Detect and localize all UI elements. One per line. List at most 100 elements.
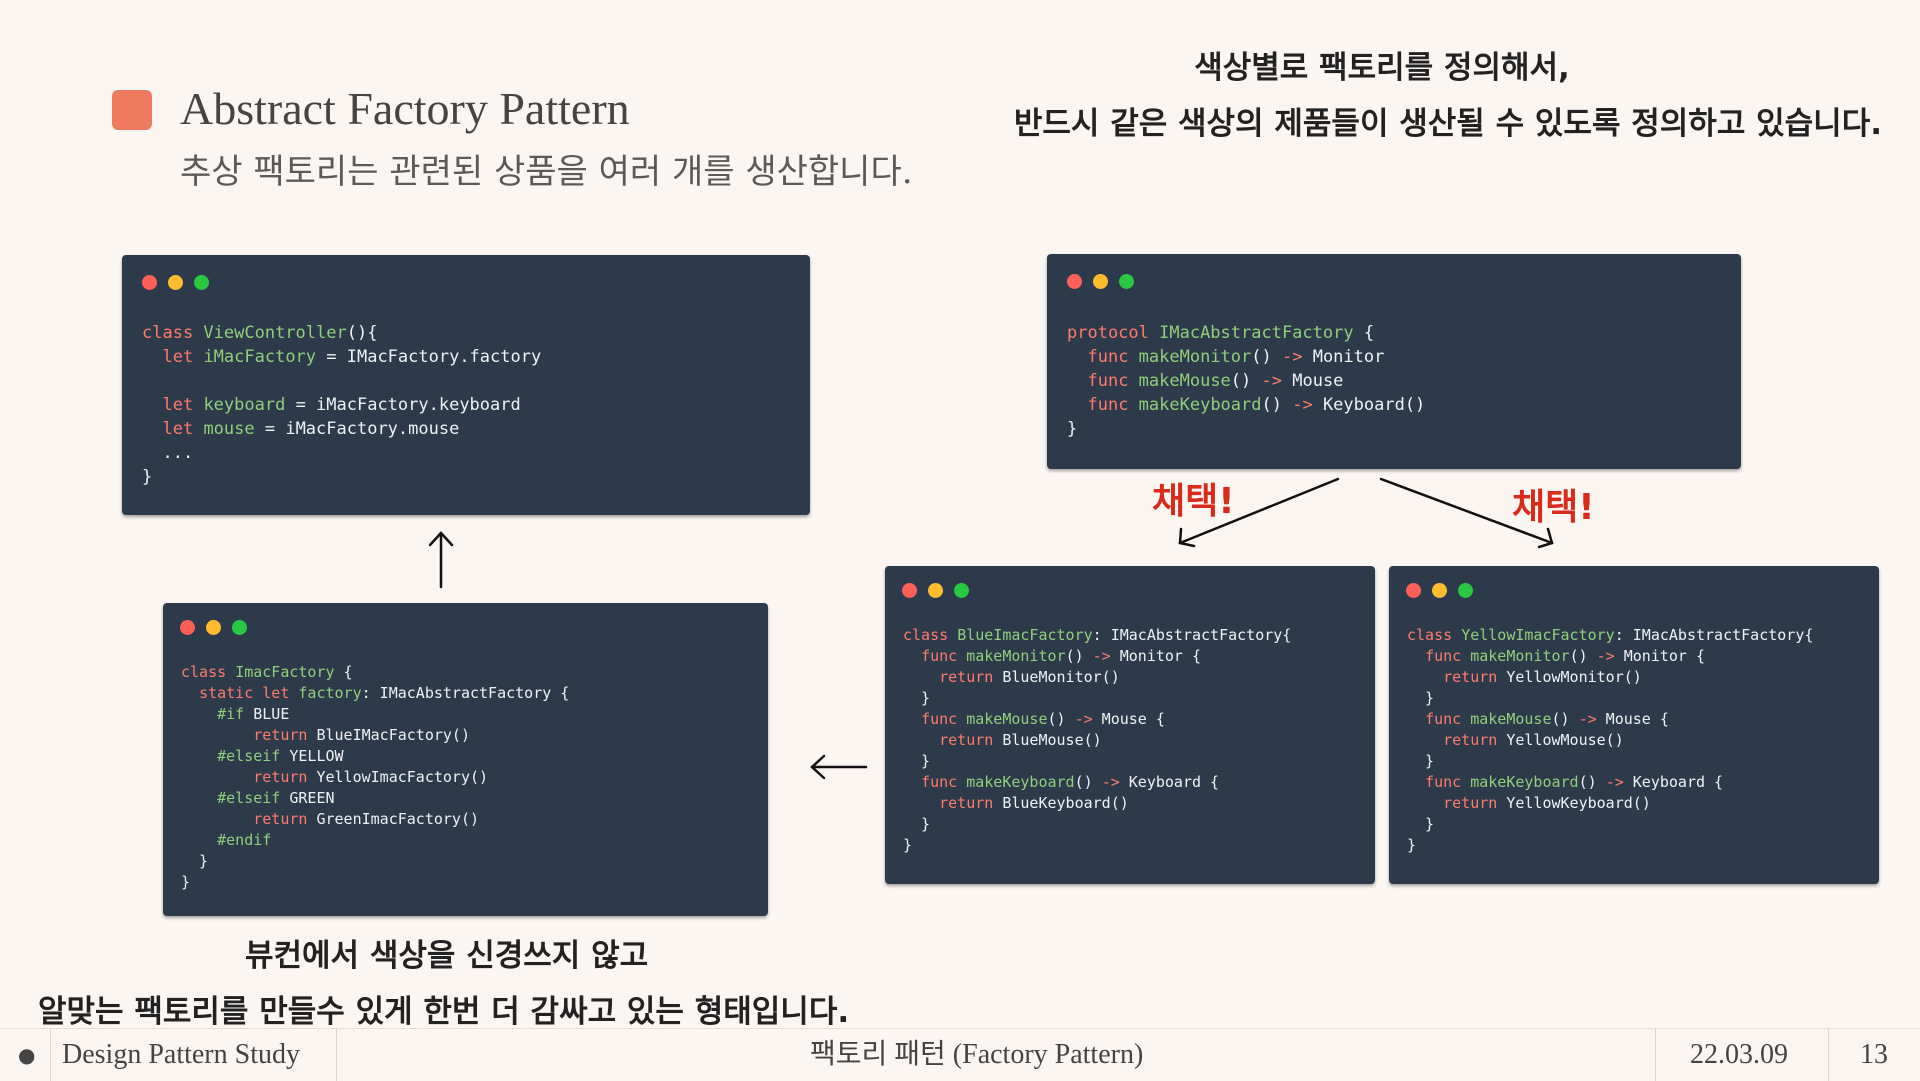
footer: ● Design Pattern Study 팩토리 패턴 (Factory P… xyxy=(0,1028,1920,1081)
code-token: GREEN xyxy=(280,789,335,807)
adopt-label-right: 채택! xyxy=(1512,487,1595,528)
footer-page-number: 13 xyxy=(1860,1039,1888,1070)
code-token: func xyxy=(921,773,967,791)
left-arrow-icon xyxy=(810,754,868,780)
code-token: GreenImacFactory() xyxy=(316,810,480,828)
code-token: func xyxy=(1087,371,1139,391)
code-yellow-factory: class YellowImacFactory: IMacAbstractFac… xyxy=(1407,625,1813,856)
code-token: } xyxy=(1067,419,1078,439)
code-token: func xyxy=(1087,347,1139,367)
code-token: } xyxy=(903,815,931,833)
minimize-dot-icon xyxy=(928,583,943,598)
code-token: Keyboard { xyxy=(1119,773,1220,791)
note-top-right: 색상별로 팩토리를 정의해서, 반드시 같은 색상의 제품들이 생산될 수 있도… xyxy=(882,40,1882,152)
code-token: func xyxy=(1425,647,1471,665)
footer-study-name: Design Pattern Study xyxy=(62,1039,300,1070)
code-blue-factory: class BlueImacFactory: IMacAbstractFacto… xyxy=(903,625,1291,856)
code-token: let xyxy=(162,347,204,367)
code-token: BLUE xyxy=(244,705,290,723)
code-window-yellow-factory: class YellowImacFactory: IMacAbstractFac… xyxy=(1389,566,1879,884)
code-token: } xyxy=(1407,836,1417,854)
code-token: } xyxy=(903,836,913,854)
code-token: factory xyxy=(298,684,362,702)
code-token: return xyxy=(939,794,1003,812)
code-token: let xyxy=(162,395,204,415)
window-controls xyxy=(1067,274,1134,289)
code-token: makeMouse xyxy=(966,710,1048,728)
code-token: } xyxy=(903,689,931,707)
code-token: () xyxy=(1569,647,1597,665)
code-token: } xyxy=(181,852,209,870)
code-token: () xyxy=(1047,710,1075,728)
down-left-arrow-icon xyxy=(1178,477,1340,548)
code-token: () xyxy=(1261,395,1293,415)
maximize-dot-icon xyxy=(194,275,209,290)
code-token: } xyxy=(1407,815,1435,833)
code-token: return xyxy=(253,768,317,786)
code-token: () xyxy=(1230,371,1262,391)
footer-divider xyxy=(336,1029,337,1081)
code-abstract-factory: protocol IMacAbstractFactory { func make… xyxy=(1067,321,1425,441)
code-token: BlueMonitor() xyxy=(1002,668,1120,686)
code-token: : IMacAbstractFactory{ xyxy=(1092,626,1292,644)
code-token: -> xyxy=(1578,710,1597,728)
code-token: protocol xyxy=(1067,323,1160,343)
code-token: } xyxy=(142,467,153,487)
code-token: Monitor xyxy=(1302,347,1385,367)
code-token: makeKeyboard xyxy=(1470,773,1579,791)
code-token: Mouse { xyxy=(1092,710,1165,728)
note-bottom-left-line-2: 알맞는 팩토리를 만들수 있게 한번 더 감싸고 있는 형태입니다. xyxy=(38,994,850,1030)
code-token: { xyxy=(334,663,353,681)
up-arrow-icon xyxy=(428,531,454,589)
code-token: func xyxy=(1425,773,1471,791)
code-token: class xyxy=(142,323,204,343)
code-token: } xyxy=(1407,689,1435,707)
code-view-controller: class ViewController(){ let iMacFactory … xyxy=(142,321,541,489)
code-token: Monitor { xyxy=(1110,647,1202,665)
maximize-dot-icon xyxy=(1119,274,1134,289)
code-token: Keyboard() xyxy=(1312,395,1426,415)
page-subtitle: 추상 팩토리는 관련된 상품을 여러 개를 생산합니다. xyxy=(180,152,913,192)
code-token: : IMacAbstractFactory { xyxy=(361,684,570,702)
maximize-dot-icon xyxy=(232,620,247,635)
footer-divider xyxy=(1655,1029,1656,1081)
code-token: ViewController xyxy=(203,323,347,343)
code-token: #if xyxy=(217,705,245,723)
code-token: BlueImacFactory xyxy=(957,626,1093,644)
code-token: makeKeyboard xyxy=(966,773,1075,791)
code-token: makeMouse xyxy=(1470,710,1552,728)
code-token: YellowMonitor() xyxy=(1506,668,1642,686)
footer-date: 22.03.09 xyxy=(1690,1039,1788,1070)
code-token: YellowKeyboard() xyxy=(1506,794,1651,812)
code-token: func xyxy=(921,710,967,728)
code-token: #elseif xyxy=(217,789,281,807)
code-token: -> xyxy=(1281,347,1303,367)
down-right-arrow-icon xyxy=(1379,477,1554,549)
code-token: class xyxy=(181,663,236,681)
code-token: } xyxy=(181,873,191,891)
code-token: class xyxy=(1407,626,1462,644)
code-token: ImacFactory xyxy=(235,663,335,681)
code-window-blue-factory: class BlueImacFactory: IMacAbstractFacto… xyxy=(885,566,1375,884)
code-token: mouse xyxy=(203,419,255,439)
code-window-abstract-factory: protocol IMacAbstractFactory { func make… xyxy=(1047,254,1741,469)
code-token: makeMouse xyxy=(1138,371,1231,391)
adopt-label-left: 채택! xyxy=(1152,481,1235,522)
code-token: iMacFactory xyxy=(203,347,317,367)
code-window-imac-factory: class ImacFactory { static let factory: … xyxy=(163,603,768,916)
code-token: YellowMouse() xyxy=(1506,731,1624,749)
minimize-dot-icon xyxy=(1432,583,1447,598)
code-token: makeMonitor xyxy=(1138,347,1252,367)
code-token: makeKeyboard xyxy=(1138,395,1262,415)
note-bottom-left: 뷰컨에서 색상을 신경쓰지 않고 알맞는 팩토리를 만들수 있게 한번 더 감싸… xyxy=(20,928,920,1040)
code-token: -> xyxy=(1261,371,1282,391)
code-token: YellowImacFactory xyxy=(1461,626,1615,644)
code-token: Mouse { xyxy=(1596,710,1669,728)
code-token: IMacAbstractFactory xyxy=(1159,323,1354,343)
code-token: -> xyxy=(1605,773,1624,791)
window-controls xyxy=(180,620,247,635)
close-dot-icon xyxy=(1067,274,1082,289)
bullet-icon: ● xyxy=(18,1043,36,1067)
code-token: return xyxy=(939,668,1003,686)
